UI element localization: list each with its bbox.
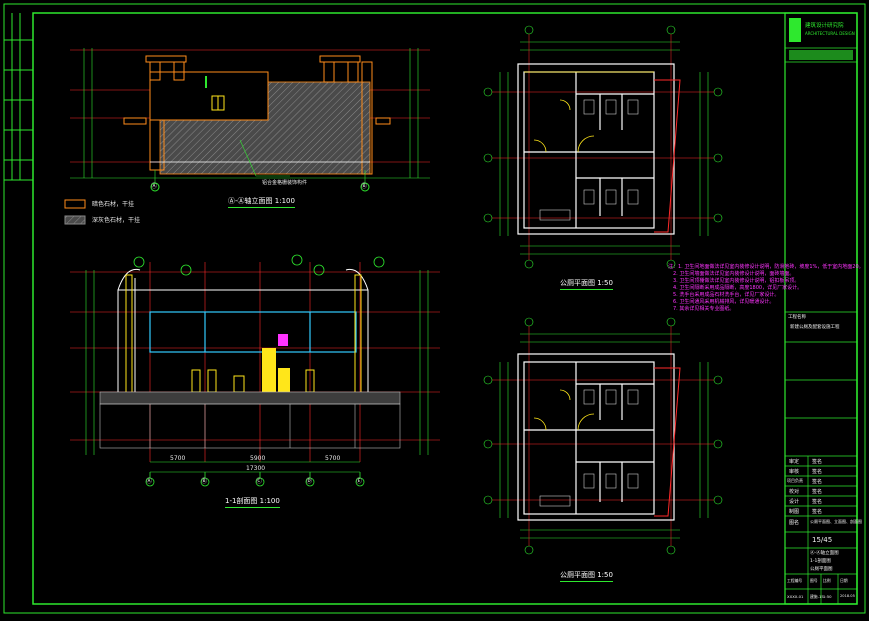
note-2: 2. 卫生间墙面做法详见室内装修设计说明，面砖墙面。 bbox=[673, 271, 795, 277]
plan-upper bbox=[483, 25, 723, 269]
elevation-title: Ⓐ-Ⓐ轴立面图 1:100 bbox=[228, 196, 295, 208]
approval-key-2: 审核 bbox=[789, 469, 800, 475]
project-name: 新建公厕及配套设施工程 bbox=[790, 325, 840, 330]
footer-val-3: 1:50 bbox=[823, 594, 832, 599]
section-view bbox=[70, 254, 440, 487]
legend-orange-label: 暗色石材，干挂 bbox=[92, 201, 135, 208]
subtitle-3: 公厕平面图 bbox=[810, 567, 833, 572]
approval-key-4: 校对 bbox=[789, 489, 800, 495]
approval-val-2: 签名 bbox=[812, 469, 823, 475]
section-dim-2: 5900 bbox=[250, 455, 266, 462]
section-axis-1: Ⓐ bbox=[146, 478, 153, 485]
section-axis-2: Ⓑ bbox=[201, 478, 208, 485]
note-6: 6. 卫生间通风采用机械排风，详见暖通设计。 bbox=[673, 299, 775, 305]
note-3: 3. 卫生间顶棚做法详见室内装修设计说明，铝扣板吊顶。 bbox=[673, 278, 800, 284]
plan-upper-title: 公厕平面图 1:50 bbox=[560, 278, 613, 290]
approval-val-4: 签名 bbox=[812, 489, 823, 495]
footer-val-2: 建施-15 bbox=[810, 594, 824, 599]
company-sub: ARCHITECTURAL DESIGN bbox=[805, 31, 855, 36]
drawing-name: 公厕平面图、立面图、剖面图 bbox=[810, 519, 862, 524]
project-label: 工程名称 bbox=[788, 315, 806, 320]
axis-bubble-a: Ⓐ bbox=[151, 183, 158, 190]
section-dim-3: 5700 bbox=[325, 455, 341, 462]
legend-gray-label: 深灰色石材，干挂 bbox=[92, 217, 141, 224]
section-dim-1: 5700 bbox=[170, 455, 186, 462]
section-axis-5: Ⓔ bbox=[356, 478, 363, 485]
axis-bubble-b: Ⓑ bbox=[361, 183, 368, 190]
company-logo-mark bbox=[789, 18, 801, 42]
footer-key-4: 日期 bbox=[840, 578, 848, 583]
approval-key-3: 项目负责 bbox=[787, 478, 803, 483]
sheet-frame bbox=[3, 3, 866, 614]
subtitle-1: Ⓐ-Ⓐ轴立面图 bbox=[810, 551, 839, 556]
footer-val-1: XXXX-01 bbox=[787, 594, 804, 599]
plan-lower-title: 公厕平面图 1:50 bbox=[560, 570, 613, 582]
approval-key-1: 审定 bbox=[789, 459, 800, 465]
approval-key-6: 制图 bbox=[789, 509, 800, 515]
section-title: 1-1剖面图 1:100 bbox=[225, 496, 280, 508]
footer-key-1: 工程编号 bbox=[787, 578, 803, 583]
drawing-label: 图名 bbox=[789, 520, 800, 526]
section-axis-3: Ⓒ bbox=[256, 478, 263, 485]
approval-val-6: 签名 bbox=[812, 509, 823, 515]
section-total-dim: 17300 bbox=[246, 465, 266, 472]
elevation-callout: 铝合金格栅装饰构件 bbox=[262, 180, 308, 186]
elevation-view bbox=[64, 48, 430, 225]
sheet-number: 15/45 bbox=[812, 536, 833, 544]
note-4: 4. 卫生间隔断采用成品隔断，高度1800，详见厂家设计。 bbox=[673, 285, 803, 291]
footer-key-3: 比例 bbox=[823, 578, 831, 583]
footer-key-2: 图号 bbox=[810, 578, 818, 583]
section-axis-4: Ⓓ bbox=[306, 478, 313, 485]
footer-val-4: 2018.05 bbox=[840, 594, 855, 598]
approval-key-5: 设计 bbox=[789, 499, 800, 505]
approval-val-3: 签名 bbox=[812, 479, 823, 485]
plan-lower bbox=[483, 317, 723, 555]
subtitle-2: 1-1剖面图 bbox=[810, 559, 831, 564]
approval-val-5: 签名 bbox=[812, 499, 823, 505]
approval-val-1: 签名 bbox=[812, 459, 823, 465]
company-banner bbox=[789, 50, 853, 60]
note-5: 5. 洗手台采用成品石材洗手台，详见厂家设计。 bbox=[673, 292, 780, 298]
company-name: 建筑设计研究院 bbox=[805, 23, 844, 29]
title-block-frame bbox=[784, 12, 858, 605]
note-7: 7. 其余详见相关专业图纸。 bbox=[673, 306, 735, 312]
note-1: 注：1. 卫生间地面做法详见室内装修设计说明，防滑地砖，坡度1%，低于室内地面2… bbox=[668, 264, 864, 270]
